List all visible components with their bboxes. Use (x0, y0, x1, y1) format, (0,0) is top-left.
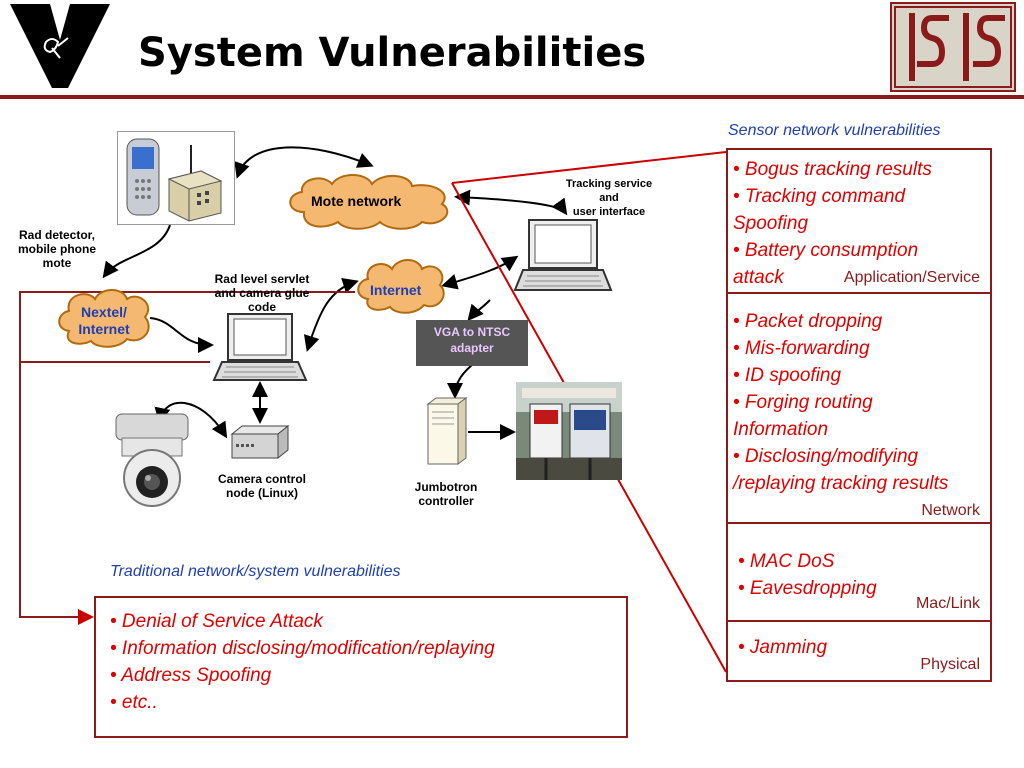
mote-network-cloud (289, 174, 449, 230)
network-bullet-5: Information (733, 419, 829, 440)
jumbotron-label: Jumbotron controller (396, 480, 496, 508)
nextel-label: Nextel/ Internet (64, 304, 144, 338)
camera-node-line-2: node (Linux) (226, 486, 298, 500)
application-bullet-4: • Battery consumption (733, 240, 919, 261)
jumbotron-line-1: Jumbotron (414, 480, 478, 494)
application-bullet-3: Spoofing (733, 213, 809, 234)
vga-line-1: VGA to NTSC (433, 325, 511, 339)
phone-and-mote-image (117, 131, 235, 225)
internet-label: Internet (370, 282, 422, 298)
page-title: System Vulnerabilities (138, 30, 647, 76)
network-bullet-4: • Forging routing (733, 392, 873, 413)
application-bullet-1: • Bogus tracking results (733, 159, 932, 180)
traditional-bullet-2: • Information disclosing/modification/re… (110, 638, 495, 659)
tracking-line-3: user interface (572, 206, 646, 218)
traditional-vulnerabilities-panel: • Denial of Service Attack • Information… (94, 596, 628, 738)
rad-detector-label: Rad detector, mobile phone mote (2, 228, 112, 270)
jumbotron-controller-icon (426, 397, 468, 465)
network-bullet-3: • ID spoofing (733, 365, 842, 386)
vga-to-ntsc-adapter: VGA to NTSC adapter (416, 320, 528, 366)
application-bullet-5: attack (733, 267, 784, 288)
network-bullet-2: • Mis-forwarding (733, 338, 870, 359)
physical-layer-label: Physical (920, 656, 980, 673)
network-layer-label: Network (921, 502, 980, 519)
jumbotron-line-2: controller (418, 494, 474, 508)
servlet-line-2: and camera glue (214, 286, 310, 300)
jumbotron-photo (516, 382, 622, 480)
servlet-laptop-icon (212, 313, 308, 381)
traditional-panel-heading: Traditional network/system vulnerabiliti… (110, 563, 401, 580)
mac-bullets: • MAC DoS • Eavesdropping (738, 548, 877, 602)
camera-node-label: Camera control node (Linux) (196, 472, 328, 500)
traditional-bullets: • Denial of Service Attack • Information… (110, 608, 495, 716)
vanderbilt-logo (10, 4, 110, 88)
network-bullet-7: /replaying tracking results (733, 473, 949, 494)
title-underline (0, 95, 1024, 99)
network-bullet-1: • Packet dropping (733, 311, 883, 332)
physical-bullet-1: • Jamming (738, 637, 828, 658)
traditional-bullet-1: • Denial of Service Attack (110, 611, 323, 632)
tracking-service-label: Tracking service and user interface (546, 177, 672, 219)
mac-layer-label: Mac/Link (915, 595, 980, 612)
application-layer-panel: • Bogus tracking results • Tracking comm… (726, 148, 992, 294)
vga-line-2: adapter (450, 341, 494, 355)
mac-bullet-2: • Eavesdropping (738, 578, 877, 599)
network-bullet-6: • Disclosing/modifying (733, 446, 919, 467)
servlet-label: Rad level servlet and camera glue code (196, 272, 328, 314)
network-layer-panel: • Packet dropping • Mis-forwarding • ID … (726, 292, 992, 524)
tracking-laptop-icon (513, 219, 613, 291)
application-layer-label: Application/Service (843, 269, 980, 286)
traditional-bullet-3: • Address Spoofing (110, 665, 272, 686)
tracking-line-1: Tracking service (565, 178, 653, 190)
rad-detector-line-2: mobile phone (18, 242, 96, 256)
security-camera-image (115, 413, 189, 507)
mac-layer-panel: • MAC DoS • Eavesdropping Mac/Link (726, 522, 992, 622)
camera-control-node-icon (230, 424, 290, 460)
mac-bullet-1: • MAC DoS (738, 551, 835, 572)
nextel-cloud (58, 289, 150, 348)
physical-bullets: • Jamming (738, 634, 827, 661)
application-bullet-2: • Tracking command (733, 186, 906, 207)
nextel-line-1: Nextel/ (81, 304, 127, 320)
rad-detector-line-3: mote (42, 256, 72, 270)
nextel-line-2: Internet (78, 321, 130, 337)
servlet-line-3: code (247, 300, 276, 314)
sensor-panel-heading: Sensor network vulnerabilities (728, 122, 941, 139)
internet-cloud (357, 259, 445, 314)
rad-detector-line-1: Rad detector, (18, 228, 96, 242)
camera-node-line-1: Camera control (217, 472, 307, 486)
traditional-bullet-4: • etc.. (110, 692, 158, 713)
isis-logo (890, 2, 1016, 92)
application-bullets: • Bogus tracking results • Tracking comm… (733, 156, 932, 291)
mote-network-label: Mote network (311, 193, 402, 209)
network-bullets: • Packet dropping • Mis-forwarding • ID … (733, 308, 948, 497)
physical-layer-panel: • Jamming Physical (726, 620, 992, 682)
tracking-line-2: and (599, 192, 619, 204)
servlet-line-1: Rad level servlet (214, 272, 310, 286)
